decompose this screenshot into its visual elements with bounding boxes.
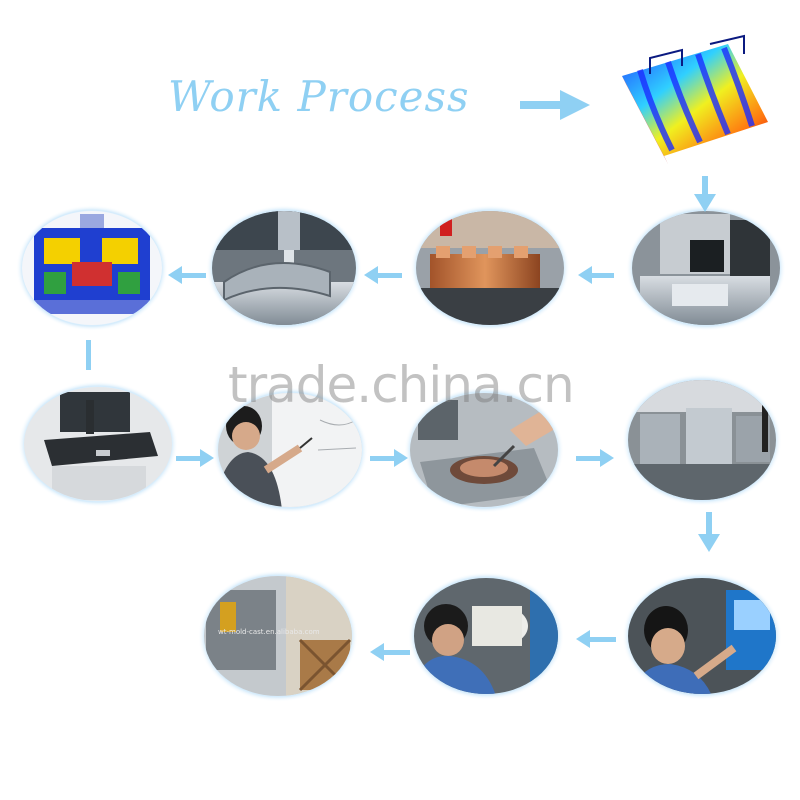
step-mold-flow-analysis — [622, 36, 768, 164]
page-title: Work Process — [168, 72, 470, 121]
step-packing-shipping — [198, 570, 358, 702]
arrow-edm-to-electrode — [578, 266, 614, 284]
step-mold-assembly — [622, 374, 782, 506]
arrow-cmm-to-review — [176, 449, 214, 467]
watermark-text: trade.china.cn — [228, 356, 574, 414]
arrow-design-to-cmm — [86, 340, 91, 370]
photo-caption: wt-mold-cast.en.alibaba.com — [218, 628, 320, 636]
step-copper-electrodes — [410, 205, 570, 331]
arrow-electrode-to-cnc — [364, 266, 402, 284]
flow-simulation-render-icon — [622, 36, 768, 164]
arrow-sample-to-trial — [576, 630, 616, 648]
step-injection-trial — [408, 572, 564, 700]
arrow-title-to-flow — [520, 90, 590, 120]
arrow-trial-to-packing — [370, 643, 410, 661]
step-cnc-milling — [206, 205, 362, 331]
arrow-polish-to-assembly — [576, 449, 614, 467]
step-sample-check — [622, 572, 782, 700]
step-edm-machining — [626, 205, 786, 331]
arrow-cnc-to-design — [168, 266, 206, 284]
step-cmm-inspection — [18, 381, 178, 507]
arrow-assembly-to-sample — [698, 512, 720, 552]
step-mold-design-3d — [16, 205, 168, 331]
arrow-review-to-polish — [370, 449, 408, 467]
